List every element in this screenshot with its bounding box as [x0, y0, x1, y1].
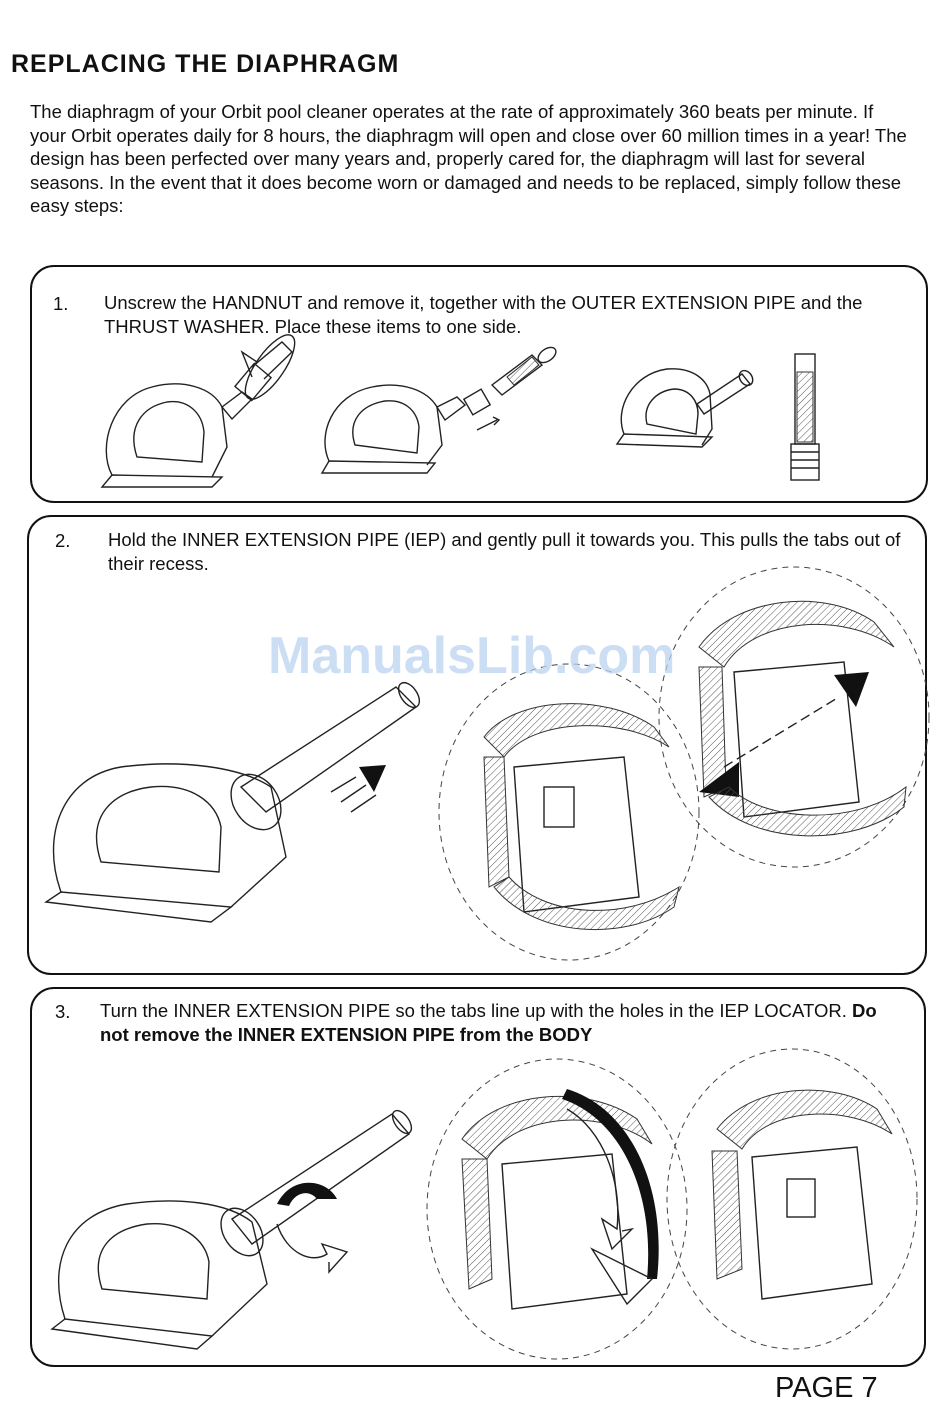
step-2-text: Hold the INNER EXTENSION PIPE (IEP) and … — [108, 529, 901, 574]
cleaner-pull-pipe-illustration — [44, 681, 421, 923]
step-3-text: Turn the INNER EXTENSION PIPE so the tab… — [100, 1000, 847, 1021]
cleaner-parts-removed-illustration — [320, 346, 557, 474]
cleaner-unscrew-handnut-illustration — [100, 334, 296, 488]
step-2-number: 2. — [55, 530, 71, 551]
iep-rotate-detail-illustration — [426, 1058, 688, 1360]
iep-tabs-detail-illustration — [438, 663, 700, 961]
cleaner-turn-pipe-illustration — [50, 1109, 413, 1350]
step-3-panel: 3. Turn the INNER EXTENSION PIPE so the … — [30, 987, 926, 1367]
step-3-warning: Do not remove the INNER EXTENSION PIPE f… — [100, 1000, 877, 1045]
intro-paragraph: The diaphragm of your Orbit pool cleaner… — [30, 101, 907, 216]
step-3-number: 3. — [55, 1001, 71, 1022]
watermark: ManualsLib.com — [268, 627, 676, 685]
step-1-number: 1. — [53, 293, 69, 314]
outer-extension-pipe-illustration — [790, 353, 820, 481]
step-2-panel: 2. Hold the INNER EXTENSION PIPE (IEP) a… — [27, 515, 930, 975]
page-title: REPLACING THE DIAPHRAGM — [11, 50, 400, 78]
iep-aligned-detail-illustration — [666, 1048, 918, 1350]
step-3-text-block: Turn the INNER EXTENSION PIPE so the tab… — [100, 999, 890, 1047]
cleaner-with-pipe-illustration — [615, 368, 754, 448]
page-number: PAGE 7 — [775, 1372, 878, 1404]
step-1-panel: 1. Unscrew the HANDNUT and remove it, to… — [30, 265, 928, 503]
iep-pulled-detail-illustration — [658, 566, 930, 868]
step-1-text: Unscrew the HANDNUT and remove it, toget… — [104, 292, 863, 337]
